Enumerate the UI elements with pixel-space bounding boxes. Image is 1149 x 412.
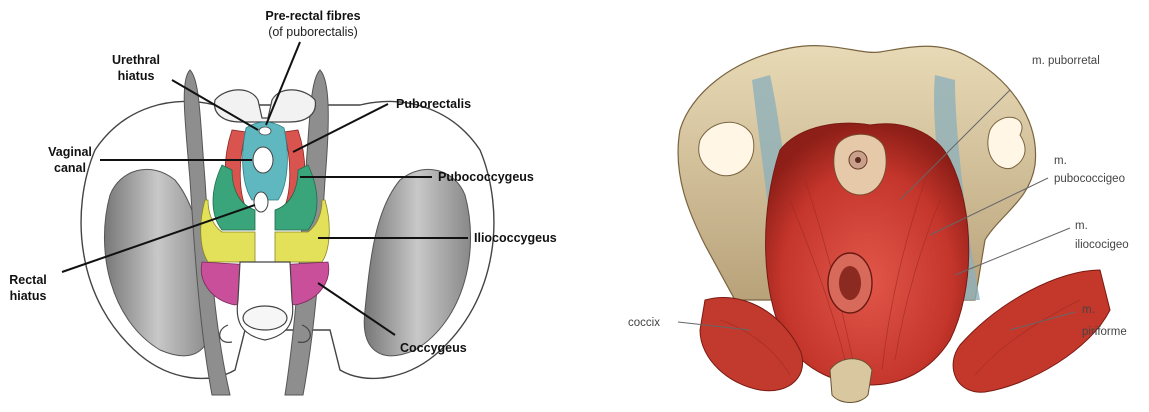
label-rectal-hiatus-2: hiatus bbox=[10, 289, 47, 303]
photo-label-puborretal: m. puborretal bbox=[1032, 55, 1100, 67]
photo-label-piriforme-1: m. bbox=[1082, 304, 1095, 316]
photo-label-piriforme-2: piriforme bbox=[1082, 326, 1127, 338]
urethral-opening bbox=[259, 127, 271, 135]
label-urethral-hiatus-2: hiatus bbox=[118, 69, 155, 83]
photo-label-pubococcigeo-2: pubococcigeo bbox=[1054, 173, 1125, 185]
photo-label-pubococcigeo-1: m. bbox=[1054, 155, 1067, 167]
vaginal-opening bbox=[253, 147, 273, 173]
photo-anal-lumen bbox=[839, 266, 861, 300]
label-prerectal-fibres: Pre-rectal fibres bbox=[265, 9, 360, 23]
photo-right-foramen bbox=[988, 117, 1025, 168]
photo-label-iliococigeo-1: m. bbox=[1075, 220, 1088, 232]
label-vaginal-canal-1: Vaginal bbox=[48, 145, 92, 159]
label-pubococcygeus: Pubococcygeus bbox=[438, 170, 534, 184]
photo-label-iliococigeo-2: iliococigeo bbox=[1075, 239, 1129, 251]
label-coccygeus: Coccygeus bbox=[400, 341, 467, 355]
pelvic-floor-illustration: Pre-rectal fibres (of puborectalis) Uret… bbox=[9, 9, 556, 395]
label-puborectalis: Puborectalis bbox=[396, 97, 471, 111]
label-rectal-hiatus-1: Rectal bbox=[9, 273, 47, 287]
photo-coccyx bbox=[830, 359, 872, 403]
label-vaginal-canal-2: canal bbox=[54, 161, 86, 175]
photo-left-foramen bbox=[699, 122, 754, 176]
label-prerectal-sub: (of puborectalis) bbox=[268, 25, 358, 39]
label-iliococcygeus: Iliococcygeus bbox=[474, 231, 557, 245]
photo-urethra-lumen bbox=[855, 157, 861, 163]
sacral-vertebra bbox=[243, 306, 287, 330]
rectal-opening bbox=[254, 192, 268, 212]
label-urethral-hiatus-1: Urethral bbox=[112, 53, 160, 67]
photo-label-coccix: coccix bbox=[628, 317, 660, 329]
pelvic-floor-photo: m. puborretal m. pubococcigeo m. iliococ… bbox=[572, 0, 1149, 412]
